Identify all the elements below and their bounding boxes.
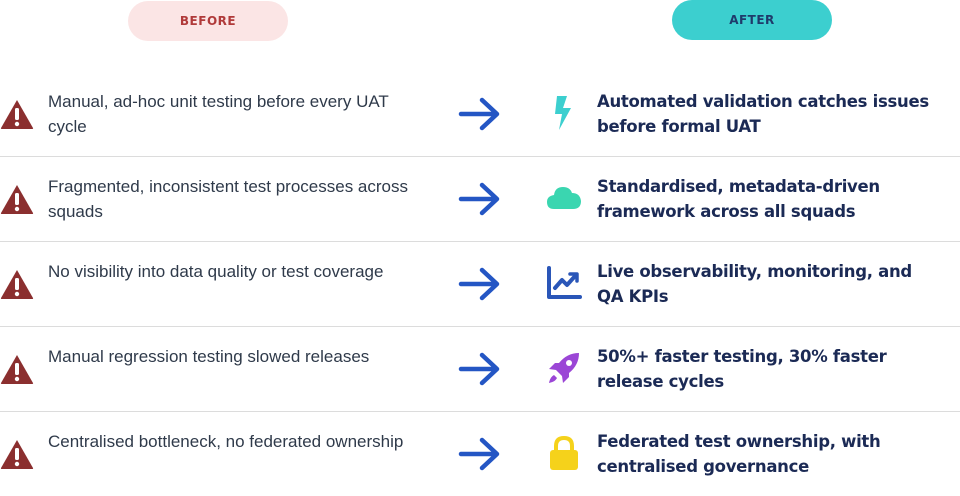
after-description: Standardised, metadata-driven framework …	[597, 177, 880, 221]
comparison-row: No visibility into data quality or test …	[0, 242, 960, 327]
after-description: Federated test ownership, with centralis…	[597, 432, 881, 476]
comparison-row: Centralised bottleneck, no federated own…	[0, 412, 960, 496]
before-header-pill: BEFORE	[128, 1, 288, 41]
warning-icon	[0, 355, 34, 384]
arrow-right-icon	[458, 437, 500, 471]
cloud-icon	[547, 187, 581, 209]
after-header-label: AFTER	[729, 13, 775, 27]
before-description: Manual regression testing slowed release…	[48, 347, 370, 366]
rocket-icon	[549, 353, 579, 383]
after-description: Automated validation catches issues befo…	[597, 92, 929, 136]
arrow-right-icon	[458, 182, 500, 216]
before-header-label: BEFORE	[179, 14, 237, 28]
comparison-row: Manual, ad-hoc unit testing before every…	[0, 72, 960, 157]
lightning-icon	[555, 96, 571, 130]
warning-icon	[0, 185, 34, 214]
warning-icon	[0, 440, 34, 469]
warning-icon	[0, 270, 34, 299]
before-description: No visibility into data quality or test …	[48, 262, 384, 281]
comparison-row: Fragmented, inconsistent test processes …	[0, 157, 960, 242]
lock-icon	[550, 435, 578, 470]
before-description: Fragmented, inconsistent test processes …	[48, 177, 408, 221]
before-description: Centralised bottleneck, no federated own…	[48, 432, 404, 451]
chart-line-icon	[547, 266, 582, 299]
after-header-pill: AFTER	[672, 0, 832, 40]
arrow-right-icon	[458, 267, 500, 301]
before-description: Manual, ad-hoc unit testing before every…	[48, 92, 389, 136]
warning-icon	[0, 100, 34, 129]
arrow-right-icon	[458, 97, 500, 131]
arrow-right-icon	[458, 352, 500, 386]
comparison-row: Manual regression testing slowed release…	[0, 327, 960, 412]
after-description: Live observability, monitoring, and QA K…	[597, 262, 912, 306]
after-description: 50%+ faster testing, 30% faster release …	[597, 347, 887, 391]
comparison-rows: Manual, ad-hoc unit testing before every…	[0, 72, 960, 496]
